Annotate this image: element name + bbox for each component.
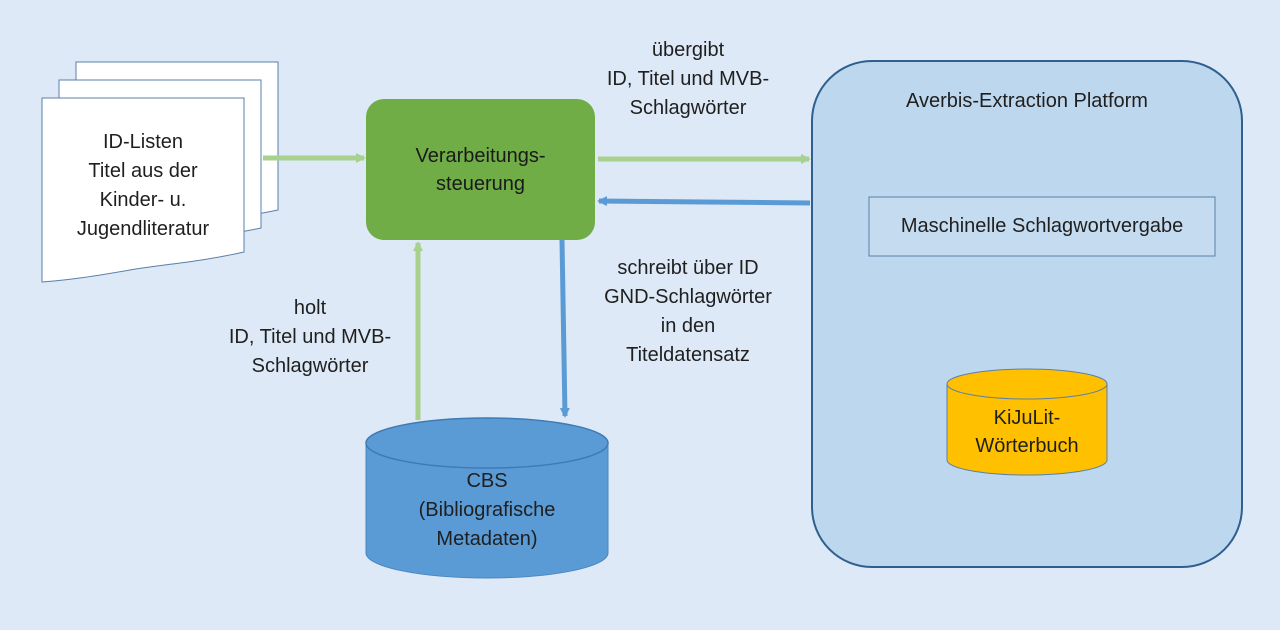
arrow-platform-to-control [597, 196, 811, 207]
platform-title: Averbis-Extraction Platform [906, 90, 1148, 112]
edge-line: Schlagwörter [251, 355, 369, 377]
control-line: steuerung [436, 173, 525, 195]
document-label: ID-Listen Titel aus der Kinder- u. Jugen… [42, 128, 244, 244]
edge-line: ID, Titel und MVB- [606, 68, 770, 90]
document-stack [41, 61, 279, 283]
dictionary-cylinder [946, 368, 1108, 476]
module-box [868, 196, 1216, 257]
edge-line: schreibt über ID [617, 257, 759, 279]
platform-container [811, 60, 1243, 568]
edge-line: Titeldatensatz [626, 344, 750, 366]
database-line: Metadaten) [436, 528, 538, 550]
document-line: ID-Listen [102, 131, 184, 153]
dictionary-label: KiJuLit- Wörterbuch [947, 404, 1107, 460]
edge-line: Schlagwörter [629, 97, 747, 119]
dictionary-line: KiJuLit- [993, 407, 1061, 429]
module-label: Maschinelle Schlagwortvergabe [900, 215, 1184, 237]
edge-label-writeback: schreibt über ID GND-Schlagwörter in den… [578, 254, 798, 370]
control-label: Verarbeitungs- steuerung [366, 142, 595, 198]
database-line: (Bibliografische [418, 499, 556, 521]
document-line: Jugendliteratur [76, 218, 210, 240]
edge-line: GND-Schlagwörter [604, 286, 772, 308]
database-label: CBS (Bibliografische Metadaten) [366, 467, 608, 554]
control-line: Verarbeitungs- [415, 145, 546, 167]
arrow-control-to-database [559, 239, 570, 418]
edge-label-handover: übergibt ID, Titel und MVB- Schlagwörter [578, 36, 798, 123]
database-cylinder [365, 417, 609, 579]
edge-line: ID, Titel und MVB- [228, 326, 392, 348]
edge-line: holt [293, 297, 327, 319]
edge-line: in den [660, 315, 716, 337]
control-box [366, 99, 595, 240]
document-line: Titel aus der [88, 160, 198, 182]
database-line: CBS [466, 470, 508, 492]
dictionary-line: Wörterbuch [975, 435, 1079, 457]
edge-line: übergibt [651, 39, 725, 61]
document-front [41, 97, 245, 283]
document-line: Kinder- u. [99, 189, 187, 211]
edge-label-fetch: holt ID, Titel und MVB- Schlagwörter [200, 294, 420, 381]
